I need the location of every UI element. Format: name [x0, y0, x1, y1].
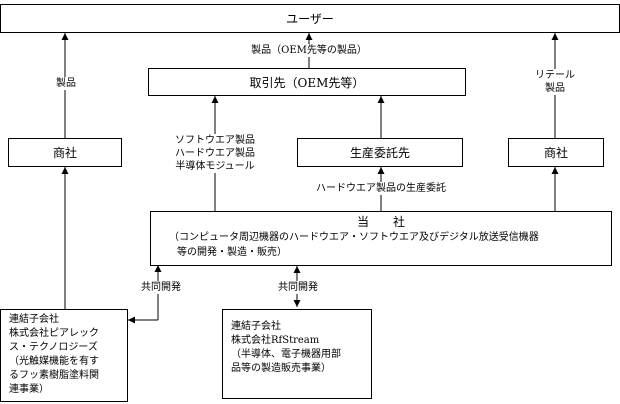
manufacturer-box: 生産委託先: [297, 138, 463, 167]
manufacturer-label: 生産委託先: [349, 146, 410, 160]
company-title: 当 社: [356, 215, 405, 229]
sub-left-line: 連事業）: [9, 384, 49, 395]
label-joint-dev-left: 共同開発: [132, 281, 190, 294]
sub-left-line: （光触媒機能を有す: [9, 356, 99, 367]
sub-left-line: るフッ素樹脂塗料関: [9, 370, 99, 381]
sub-right-line: 連結子会社: [231, 321, 281, 332]
subsidiary-right-box: 連結子会社 株式会社RfStream （半導体、電子機器用部 品等の製造販売事業…: [222, 309, 372, 399]
client-label: 取引先（OEM先等）: [249, 75, 365, 90]
sub-right-line: 株式会社RfStream: [231, 335, 320, 346]
sub-left-line: 株式会社ピアレック: [9, 328, 99, 339]
label-company-products: ソフトウエア製品 ハードウエア製品 半導体モジュール: [160, 134, 270, 173]
label-products-oem: 製品（OEM先等の製品）: [244, 44, 374, 57]
trader-right-box: 商社: [508, 138, 604, 167]
label-joint-dev-right: 共同開発: [270, 281, 326, 294]
trader-right-label: 商社: [543, 146, 568, 160]
company-desc-line-1: （コンピュータ周辺機器のハードウエア・ソフトウエア及びデジタル放送受信機器: [169, 232, 539, 243]
label-hardware-outsourcing: ハードウエア製品の生産委託: [300, 182, 462, 195]
label-products: 製品: [46, 77, 86, 90]
trader-left-label: 商社: [52, 146, 77, 160]
sub-left-line: 連結子会社: [9, 314, 59, 325]
sub-right-line: （半導体、電子機器用部: [231, 349, 341, 360]
label-retail-products: リテール 製品: [524, 69, 586, 95]
user-box: ユーザー: [0, 4, 620, 33]
sub-right-line: 品等の製造販売事業）: [231, 363, 331, 374]
user-label: ユーザー: [286, 12, 334, 26]
subsidiary-left-box: 連結子会社 株式会社ピアレック ス・テクノロジーズ （光触媒機能を有す るフッ素…: [0, 309, 128, 402]
sub-left-line: ス・テクノロジーズ: [9, 342, 98, 353]
company-box: 当 社 （コンピュータ周辺機器のハードウエア・ソフトウエア及びデジタル放送受信機…: [150, 211, 612, 266]
company-desc-line-2: 等の開発・製造・販売）: [177, 247, 287, 258]
client-box: 取引先（OEM先等）: [148, 68, 466, 96]
trader-left-box: 商社: [8, 138, 122, 167]
